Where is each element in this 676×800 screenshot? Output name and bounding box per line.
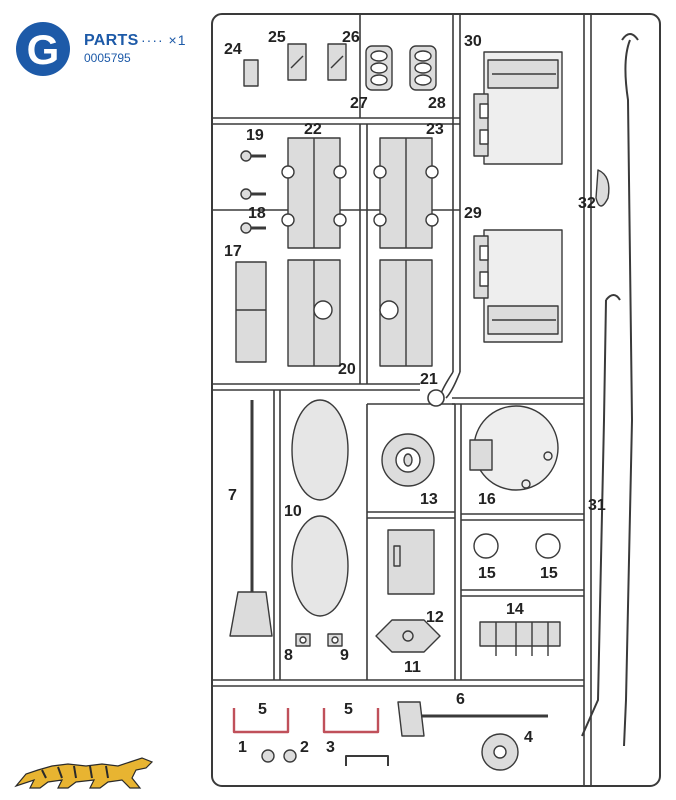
part-number: 3 [326, 739, 335, 756]
part-10 [291, 399, 349, 617]
part-4 [481, 733, 519, 771]
part-15 [473, 533, 561, 559]
part-number: 5 [344, 701, 353, 718]
part-12 [387, 529, 435, 595]
part-number: 20 [338, 361, 356, 378]
part-number: 5 [258, 701, 267, 718]
part-13 [381, 433, 435, 487]
sprue-gate-21 [427, 389, 445, 407]
part-number: 11 [404, 659, 421, 676]
quantity-label: ···· ×1 [141, 32, 187, 48]
part-3 [345, 755, 389, 766]
part-22 [281, 137, 347, 249]
part-17 [235, 261, 267, 363]
part-number: 7 [228, 487, 237, 504]
part-number: 8 [284, 647, 293, 664]
part-number: 15 [478, 565, 496, 582]
part-6 [397, 701, 548, 737]
part-number: 29 [464, 205, 482, 222]
part-5 [232, 708, 380, 734]
part-2 [283, 749, 297, 763]
part-29 [473, 229, 563, 343]
part-number: 32 [578, 195, 596, 212]
part-number: 24 [224, 41, 242, 58]
part-number: 9 [340, 647, 349, 664]
part-number: 18 [248, 205, 266, 222]
part-number: 21 [420, 371, 438, 388]
part-32 [595, 169, 610, 207]
part-30 [473, 51, 563, 165]
part-number: 25 [268, 29, 286, 46]
sprue-letter: G [27, 26, 60, 73]
part-18 [240, 188, 266, 234]
part-number: 17 [224, 243, 242, 260]
part-number: 2 [300, 739, 309, 756]
part-number: 15 [540, 565, 558, 582]
part-number: 19 [246, 127, 264, 144]
tiger-logo [14, 757, 154, 789]
sprue-letter-badge: G [16, 22, 70, 76]
part-number: 31 [588, 497, 606, 514]
part-23 [373, 137, 439, 249]
part-number: 4 [524, 729, 533, 746]
part-28 [409, 45, 437, 91]
part-number: 30 [464, 33, 482, 50]
part-number: 27 [350, 95, 368, 112]
part-7 [229, 400, 273, 637]
part-number: 1 [238, 739, 247, 756]
part-16 [469, 405, 559, 491]
part-20 [287, 259, 433, 367]
part-number: 28 [428, 95, 446, 112]
part-number: 14 [506, 601, 524, 618]
part-number: 6 [456, 691, 465, 708]
part-19 [240, 150, 266, 162]
part-1 [261, 749, 275, 763]
part-25 [287, 43, 307, 81]
part-number: 26 [342, 29, 360, 46]
sprue-frame [211, 13, 661, 787]
part-number: 23 [426, 121, 444, 138]
part-number: 16 [478, 491, 496, 508]
part-14 [479, 621, 561, 656]
parts-label: PARTS [84, 32, 139, 49]
part-24 [243, 59, 259, 87]
part-number: 10 [284, 503, 302, 520]
part-11 [375, 619, 441, 653]
part-26 [327, 43, 347, 81]
part-number: 13 [420, 491, 438, 508]
part-9 [327, 633, 343, 647]
part-number: 22 [304, 121, 322, 138]
part-31 [581, 33, 639, 747]
part-8 [295, 633, 311, 647]
part-27 [365, 45, 393, 91]
part-number: 12 [426, 609, 444, 626]
part-code: 0005795 [84, 51, 131, 65]
